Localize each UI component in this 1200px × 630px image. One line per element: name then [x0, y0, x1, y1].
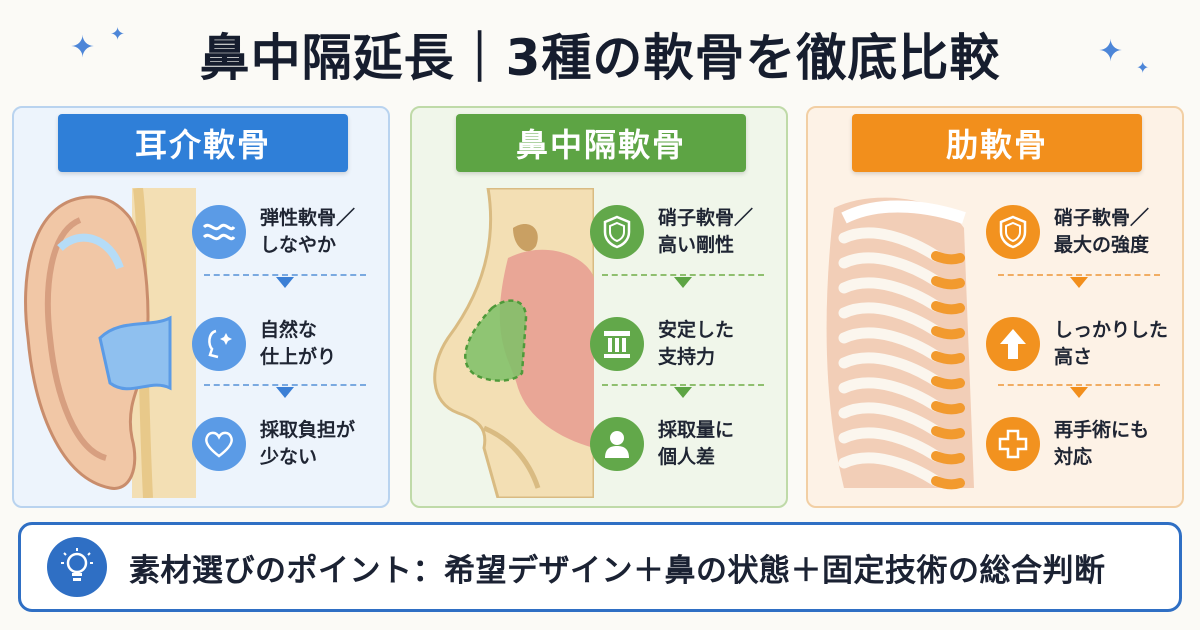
- rib-cartilage: [931, 276, 965, 290]
- sparkle-icon: ✦: [70, 30, 96, 65]
- arrow-down-icon: [674, 387, 692, 398]
- feature-item: 再手術にも対応: [986, 404, 1178, 484]
- feature-item: 硝子軟骨／最大の強度: [986, 192, 1178, 272]
- nasal-septum-illustration: [433, 188, 594, 498]
- pillar-icon: [590, 317, 644, 371]
- feature-text: 採取負担が少ない: [260, 419, 356, 468]
- divider: [204, 384, 366, 386]
- rib-cartilage: [931, 301, 965, 315]
- rib-bone: [838, 452, 942, 487]
- card-title: 鼻中隔軟骨: [456, 114, 746, 172]
- arrow-down-icon: [1070, 277, 1088, 288]
- feature-item: 採取負担が少ない: [192, 404, 384, 484]
- arrow-down-icon: [276, 387, 294, 398]
- rib-bone: [838, 252, 942, 287]
- feature-text: 硝子軟骨／最大の強度: [1054, 207, 1150, 256]
- sparkle-icon: ✦: [110, 24, 126, 45]
- rib-bone: [838, 227, 942, 262]
- card-septal-cartilage: 鼻中隔軟骨 硝子軟骨／高い剛性 安定した支持力 採取量に個人差: [410, 106, 788, 508]
- rib-cartilage: [931, 376, 965, 390]
- rib-bone: [838, 402, 942, 437]
- rib-cartilage: [931, 426, 965, 440]
- page-title: 鼻中隔延長｜3種の軟骨を徹底比較: [199, 29, 1001, 87]
- arrow-down-icon: [674, 277, 692, 288]
- card-title: 耳介軟骨: [58, 114, 348, 172]
- wave-icon: [192, 205, 246, 259]
- feature-item: 弾性軟骨／しなやか: [192, 192, 384, 272]
- divider: [998, 274, 1160, 276]
- card-title: 肋軟骨: [852, 114, 1142, 172]
- rib-cartilage: [931, 451, 965, 465]
- rib-cartilage: [931, 401, 965, 415]
- rib-bone: [838, 352, 942, 387]
- ear-cartilage-illustration: [24, 188, 196, 498]
- rib-cartilage: [931, 251, 965, 265]
- feature-text: 硝子軟骨／高い剛性: [658, 207, 754, 256]
- shield-icon: [590, 205, 644, 259]
- feature-text: 安定した支持力: [658, 319, 735, 368]
- rib-bone: [838, 302, 942, 337]
- rib-bone: [838, 327, 942, 362]
- lightbulb-icon: [47, 537, 107, 597]
- rib-bone: [838, 377, 942, 412]
- feature-item: 硝子軟骨／高い剛性: [590, 192, 782, 272]
- divider: [602, 274, 764, 276]
- feature-item: 採取量に個人差: [590, 404, 782, 484]
- feature-item: 自然な仕上がり: [192, 304, 384, 384]
- rib-cartilage: [931, 476, 965, 490]
- sparkle-icon: ✦: [1136, 58, 1150, 77]
- feature-text: 自然な仕上がり: [260, 319, 337, 368]
- feature-text: 採取量に個人差: [658, 419, 735, 468]
- divider: [998, 384, 1160, 386]
- rib-cartilage: [931, 326, 965, 340]
- rib-cartilage: [931, 351, 965, 365]
- heart-icon: [192, 417, 246, 471]
- header: 鼻中隔延長｜3種の軟骨を徹底比較: [0, 14, 1200, 94]
- card-ear-cartilage: 耳介軟骨 弾性軟骨／しなやか 自然な仕上がり 採取負担が少ない: [12, 106, 390, 508]
- feature-item: しっかりした高さ: [986, 304, 1178, 384]
- rib-bone: [838, 277, 942, 312]
- sparkle-icon: ✦: [1098, 34, 1124, 69]
- arrow-down-icon: [276, 277, 294, 288]
- feature-text: 再手術にも対応: [1054, 419, 1150, 468]
- shield-icon: [986, 205, 1040, 259]
- feature-item: 安定した支持力: [590, 304, 782, 384]
- feature-text: 弾性軟骨／しなやか: [260, 207, 356, 256]
- rib-bone: [838, 427, 942, 462]
- person-icon: [590, 417, 644, 471]
- divider: [602, 384, 764, 386]
- point-text: 素材選びのポイント：希望デザイン＋鼻の状態＋固定技術の総合判断: [129, 552, 1106, 589]
- rib-cage-illustration: [826, 197, 974, 490]
- face-sparkle-icon: [192, 317, 246, 371]
- card-rib-cartilage: 肋軟骨 硝子軟骨／最大の強度 しっかりした高さ 再手術にも対応: [806, 106, 1184, 508]
- point-banner: 素材選びのポイント：希望デザイン＋鼻の状態＋固定技術の総合判断: [18, 522, 1182, 612]
- arrow-down-icon: [1070, 387, 1088, 398]
- arrow-up-icon: [986, 317, 1040, 371]
- divider: [204, 274, 366, 276]
- plus-icon: [986, 417, 1040, 471]
- feature-text: しっかりした高さ: [1054, 319, 1169, 368]
